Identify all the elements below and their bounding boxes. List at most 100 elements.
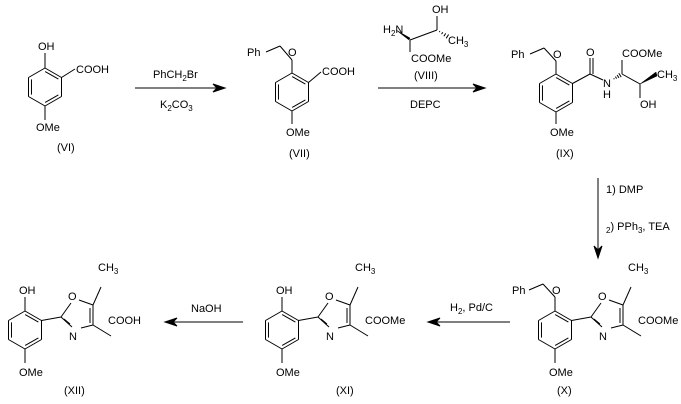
ix-o: O xyxy=(553,49,562,61)
x-ring-bond xyxy=(554,310,572,321)
vii-cooh: COOH xyxy=(322,66,355,78)
hash-bond xyxy=(616,74,620,79)
bond xyxy=(593,318,601,325)
x-ring-bond xyxy=(538,339,556,350)
hash-bond xyxy=(614,76,618,79)
bond xyxy=(622,324,642,337)
ix-n: N xyxy=(603,78,611,90)
xii-ome: OMe xyxy=(19,367,43,379)
reagent-h2-pdc: H2, Pd/C xyxy=(450,302,493,316)
hash-bond xyxy=(438,30,441,33)
bond xyxy=(335,299,351,306)
bond xyxy=(622,286,632,306)
vi-ring-bond xyxy=(44,67,62,78)
vii-ring-bond xyxy=(291,101,309,112)
reagent-phch2br: PhCH2Br xyxy=(153,69,198,83)
ix-ome: OMe xyxy=(550,127,574,139)
ix-label: (IX) xyxy=(556,148,574,160)
xii-ring-o: O xyxy=(68,291,77,303)
bond xyxy=(308,71,322,83)
xii-ring-bond xyxy=(24,339,42,350)
arrow-step4-head xyxy=(426,317,441,327)
double-bond xyxy=(554,337,569,346)
bond xyxy=(80,324,94,329)
double-bond xyxy=(44,94,59,103)
bond xyxy=(590,302,602,318)
viii-h2n: H2N xyxy=(383,24,403,38)
bond xyxy=(298,316,319,321)
bond xyxy=(337,324,351,329)
vi-ome: OMe xyxy=(36,122,60,134)
ix-ring-bond xyxy=(555,73,573,84)
xi-ring-bond xyxy=(265,310,283,321)
vii-o: O xyxy=(288,47,297,59)
double-bond xyxy=(291,76,306,85)
bond xyxy=(542,283,556,298)
reagent-naoh: NaOH xyxy=(191,303,222,315)
arrow-step1-head xyxy=(212,83,227,93)
ix-ring-bond xyxy=(555,102,573,113)
double-bond xyxy=(281,337,296,346)
xi-ring-bond xyxy=(281,310,299,321)
ix-h: H xyxy=(603,89,611,101)
xii-ring-bond xyxy=(8,310,26,321)
xii-oh: OH xyxy=(19,285,36,297)
xii-cooh: COOH xyxy=(108,315,141,327)
xi-label: (XI) xyxy=(336,385,354,397)
bond xyxy=(409,29,438,41)
bond xyxy=(317,316,330,328)
x-ring-n: N xyxy=(599,331,607,343)
bond xyxy=(529,47,545,55)
ix-ring-bond xyxy=(539,102,557,113)
x-ch3: CH3 xyxy=(628,262,649,276)
bond xyxy=(265,45,281,53)
x-label: (X) xyxy=(557,385,572,397)
xii-ch3: CH3 xyxy=(98,262,119,276)
vii-ring-bond xyxy=(275,72,293,83)
bond xyxy=(317,302,329,318)
xi-ring-o: O xyxy=(325,291,334,303)
reagent-k2co3: K2CO3 xyxy=(160,99,193,113)
x-ring-o: O xyxy=(598,291,607,303)
vii-ring-bond xyxy=(275,101,293,112)
xi-ring-bond xyxy=(281,339,299,350)
double-bond xyxy=(24,337,39,346)
bond xyxy=(60,302,72,318)
vii-ph: Ph xyxy=(247,47,260,59)
bond xyxy=(320,318,328,325)
ix-oh: OH xyxy=(640,99,657,111)
bond xyxy=(571,316,592,321)
xi-ome: OMe xyxy=(276,367,300,379)
xii-ring-bond xyxy=(8,339,26,350)
vii-ring-bond xyxy=(291,72,309,83)
bond xyxy=(608,299,624,306)
ix-wedge-bond xyxy=(639,71,658,85)
bonds-layer xyxy=(8,16,658,363)
reagent-pph3-tea: 2) PPh3, TEA xyxy=(606,221,670,235)
bond xyxy=(572,73,591,84)
ix-carbonyl-o: O xyxy=(586,47,595,59)
bond xyxy=(590,316,603,328)
ix-coome: COOMe xyxy=(622,48,662,60)
vi-ring-bond xyxy=(44,96,62,107)
xi-coome: COOMe xyxy=(365,315,405,327)
vi-label: (VI) xyxy=(57,142,75,154)
xi-ch3: CH3 xyxy=(355,262,376,276)
x-ome: OMe xyxy=(549,367,573,379)
x-ph: Ph xyxy=(512,285,525,297)
bond xyxy=(61,68,76,78)
arrow-step3-head xyxy=(593,245,603,260)
viii-label: (VIII) xyxy=(414,70,438,82)
xii-ring-bond xyxy=(24,310,42,321)
ix-ch3: CH3 xyxy=(657,69,678,83)
hash-bond xyxy=(443,33,447,37)
arrow-step5-head xyxy=(163,317,178,327)
xi-ring-bond xyxy=(265,339,283,350)
double-bond xyxy=(554,314,569,323)
x-o: O xyxy=(552,285,561,297)
viii-coome: COOMe xyxy=(411,53,451,65)
bond xyxy=(92,286,102,306)
double-bond xyxy=(555,100,570,109)
hash-bond xyxy=(613,78,615,80)
double-bond xyxy=(555,77,570,86)
